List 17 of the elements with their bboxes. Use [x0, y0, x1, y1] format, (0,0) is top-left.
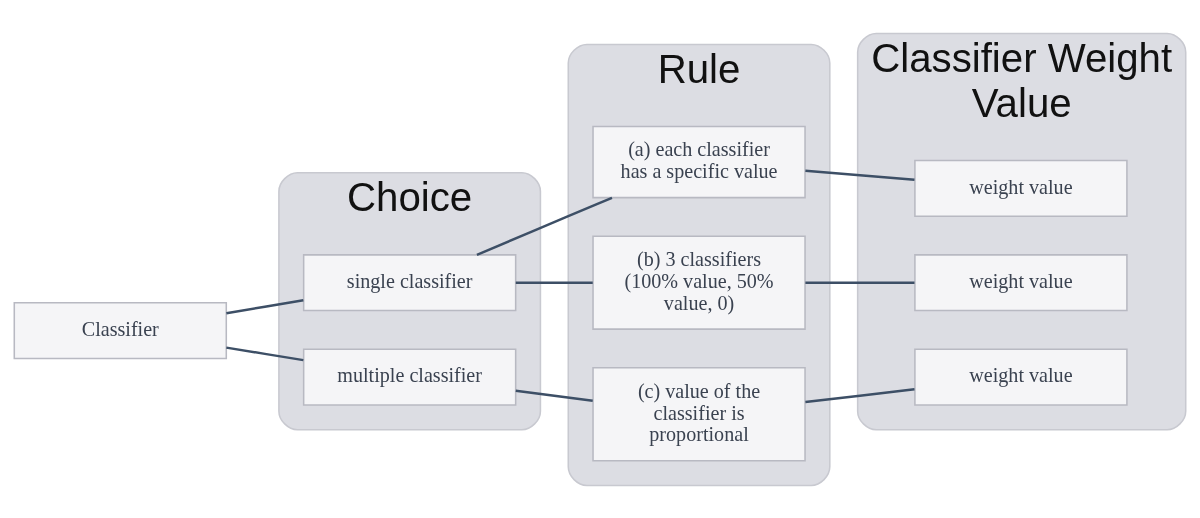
connector [226, 298, 304, 314]
node-box: (a) each classifier has a specific value [592, 125, 806, 198]
node-box: Classifier [13, 301, 228, 359]
node-box: weight value [914, 253, 1128, 311]
connector [515, 388, 593, 402]
node-box: weight value [914, 159, 1128, 217]
connector [805, 280, 915, 284]
node-box: (c) value of the classifier is proportional [592, 366, 806, 461]
node-box: weight value [914, 347, 1128, 406]
connector [805, 168, 915, 181]
connector [805, 387, 915, 403]
node-box: single classifier [302, 253, 517, 311]
connector [515, 280, 593, 284]
connector [476, 196, 613, 256]
node-box: (b) 3 classifiers (100% value, 50% value, 0) [592, 235, 806, 330]
connector [226, 345, 304, 361]
node-box: multiple classifier [302, 347, 517, 406]
